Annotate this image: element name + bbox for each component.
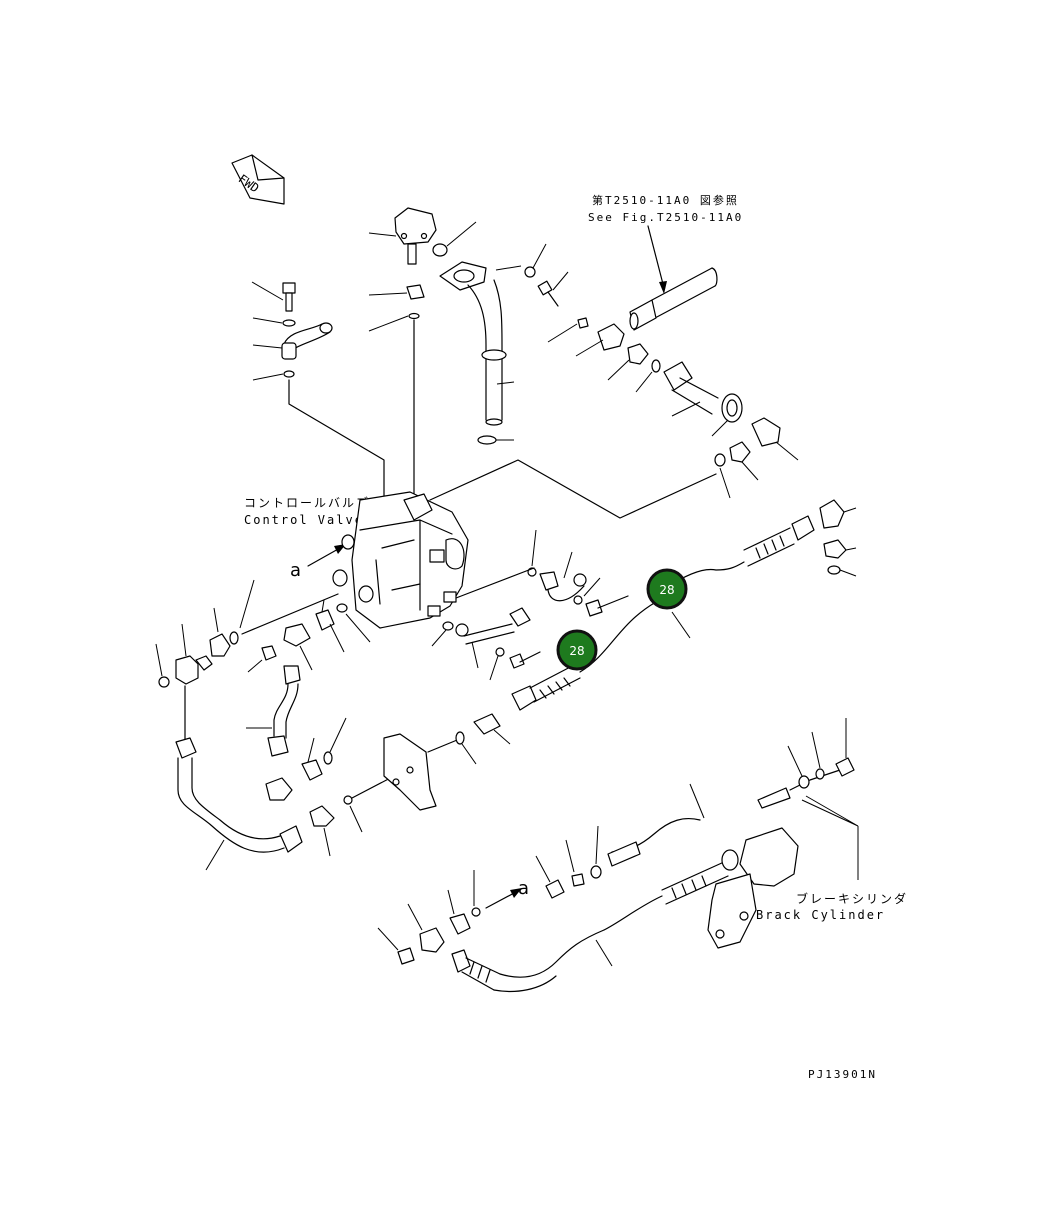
tee-fitting xyxy=(155,623,303,871)
reference-label-jp: 第T2510-11A0 図参照 xyxy=(592,193,739,207)
reference-arrow xyxy=(647,225,665,289)
valve-left-fittings xyxy=(209,569,374,671)
lower-fittings xyxy=(377,825,602,965)
callout-28-lower-label: 28 xyxy=(569,644,584,658)
brake-cylinder-label-en: Brack Cylinder xyxy=(756,908,885,922)
leader-line-main xyxy=(429,459,717,519)
callout-28-upper-label: 28 xyxy=(659,583,674,597)
elbow-adapter xyxy=(663,361,799,499)
fwd-arrow-icon: FWD xyxy=(231,154,285,205)
control-valve-label-jp: コントロールバルブ xyxy=(244,495,370,510)
supply-hose xyxy=(629,267,718,331)
hose-assembly-lower xyxy=(511,601,691,711)
suction-pipe xyxy=(439,261,515,445)
brake-cylinder-label-jp: ブレーキシリンダ xyxy=(796,891,908,906)
marker-a-upper: a xyxy=(290,560,301,581)
callout-28-lower[interactable]: 28 xyxy=(556,629,598,671)
callout-28-upper[interactable]: 28 xyxy=(646,568,688,610)
flange-block xyxy=(368,207,477,506)
lower-left-fittings xyxy=(265,717,399,857)
drawing-code: PJ13901N xyxy=(808,1068,877,1081)
lower-hose xyxy=(451,895,663,993)
control-valve-label-en: Control Valve xyxy=(244,513,364,527)
mounting-bracket xyxy=(383,713,511,811)
bolt-group-upper xyxy=(495,243,661,393)
hose-assembly-upper xyxy=(665,499,857,589)
leader-line-left xyxy=(288,379,385,501)
reference-arrow-head xyxy=(659,281,667,294)
reference-label-en: See Fig.T2510-11A0 xyxy=(588,211,743,224)
small-pipe-group xyxy=(431,529,629,681)
marker-a-lower: a xyxy=(518,878,529,899)
control-valve-body xyxy=(351,491,469,629)
brake-line-assembly xyxy=(607,718,859,949)
s-pipe xyxy=(246,645,301,757)
marker-a-upper-arrow xyxy=(307,547,341,567)
banjo-fitting-group xyxy=(251,281,333,381)
